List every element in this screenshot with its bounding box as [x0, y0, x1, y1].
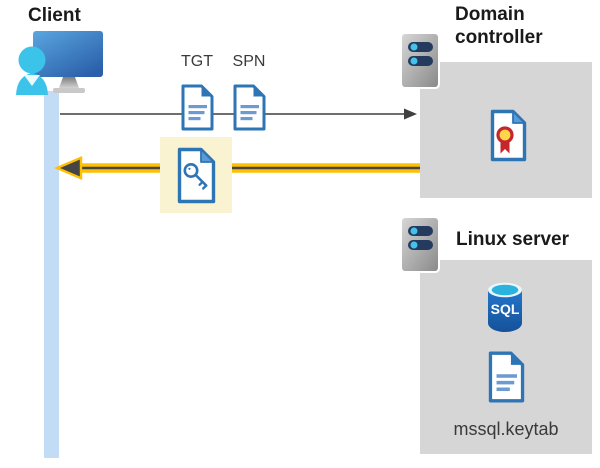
certificate-icon [490, 109, 527, 162]
tgt-ticket-document-icon [181, 84, 214, 131]
spn-label: SPN [232, 53, 266, 70]
tgt-label: TGT [181, 53, 213, 70]
linux-server-label: Linux server [456, 229, 569, 250]
keytab-filename-label: mssql.keytab [453, 419, 559, 439]
domain-controller-server-icon [400, 32, 440, 89]
key-icon [183, 162, 208, 190]
domain-controller-label: Domain controller [455, 4, 543, 48]
arrowhead-right-icon [404, 108, 417, 120]
sql-icon-label: SQL [491, 301, 520, 317]
linux-server-icon [400, 216, 440, 273]
monitor-icon [33, 31, 103, 77]
client-lifeline-bar [44, 91, 59, 458]
keytab-file-document-icon [488, 351, 525, 403]
monitor-stand [59, 77, 79, 88]
client-label: Client [28, 5, 81, 26]
response-arrow [54, 156, 420, 180]
arrowhead-left-icon [54, 156, 83, 180]
request-arrow [60, 108, 417, 120]
key-document-icon [177, 147, 216, 204]
person-at-computer-icon [16, 31, 103, 95]
award-ribbon-icon [496, 126, 514, 154]
spn-ticket-document-icon [233, 84, 266, 131]
person-icon [16, 46, 48, 95]
sql-database-icon: SQL [488, 282, 522, 332]
